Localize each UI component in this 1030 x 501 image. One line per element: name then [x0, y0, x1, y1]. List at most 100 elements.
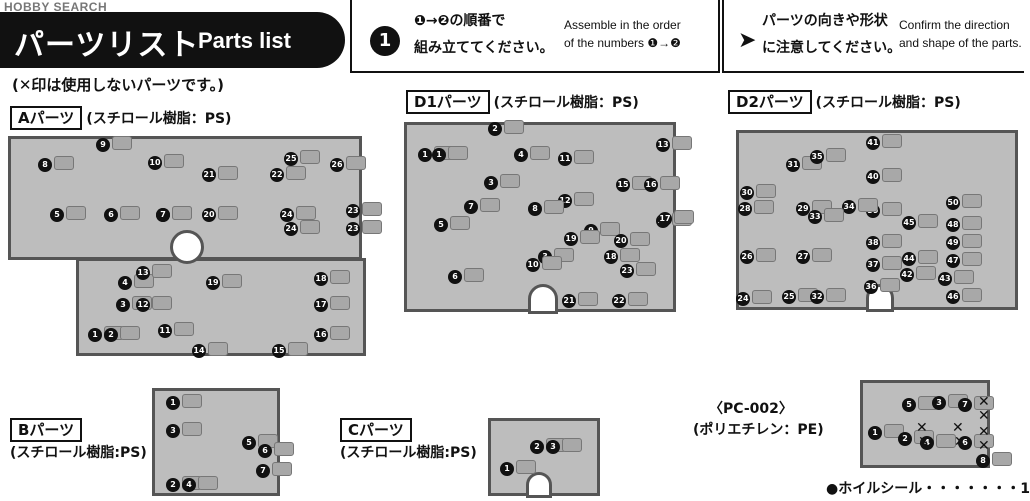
part-number-badge: 37	[866, 258, 880, 272]
part-number-badge: 24	[284, 222, 298, 236]
part-number-badge: 42	[900, 268, 914, 282]
runner-part-piece	[962, 234, 982, 248]
order-text-jp: ❶→❷の順番で 組み立ててください。	[414, 8, 554, 61]
runner-part-piece	[752, 290, 772, 304]
runner-part-piece	[962, 252, 982, 266]
part-number-badge: 2	[488, 122, 502, 136]
part-number-badge: 5	[902, 398, 916, 412]
part-number-badge: 4	[920, 436, 934, 450]
direction-arrow-icon: ➤	[738, 28, 757, 53]
runner-part-piece	[954, 270, 974, 284]
part-number-badge: 1	[88, 328, 102, 342]
runner-part-piece	[974, 434, 994, 448]
part-d2-material: (スチロール樹脂：PS)	[815, 95, 961, 111]
foil-seal-count: ●ホイルシール・・・・・・・1	[826, 481, 1030, 497]
part-number-badge: 7	[464, 200, 478, 214]
watermark: HOBBY SEARCH	[4, 0, 108, 14]
runner-part-piece	[54, 156, 74, 170]
runner-part-piece	[962, 288, 982, 302]
part-number-badge: 46	[946, 290, 960, 304]
part-number-badge: 35	[810, 150, 824, 164]
part-number-badge: 13	[656, 138, 670, 152]
part-number-badge: 22	[612, 294, 626, 308]
part-number-badge: 47	[946, 254, 960, 268]
runner-c-hole	[526, 472, 552, 498]
part-number-badge: 5	[50, 208, 64, 222]
part-number-badge: 20	[202, 208, 216, 222]
part-label-pc: 〈PC-002〉 (ポリエチレン：PE)	[693, 399, 824, 441]
runner-part-piece	[936, 434, 956, 448]
runner-part-piece	[346, 156, 366, 170]
part-number-badge: 48	[946, 218, 960, 232]
part-d2-name: D2パーツ	[728, 90, 812, 114]
part-d1-name: D1パーツ	[406, 90, 490, 114]
runner-part-piece	[544, 200, 564, 214]
runner-part-piece	[362, 220, 382, 234]
runner-part-piece	[274, 442, 294, 456]
part-number-badge: 21	[562, 294, 576, 308]
part-number-badge: 8	[976, 454, 990, 468]
runner-part-piece	[812, 248, 832, 262]
runner-part-piece	[208, 342, 228, 356]
part-number-badge: 30	[740, 186, 754, 200]
part-number-badge: 50	[946, 196, 960, 210]
part-c-name: Cパーツ	[340, 418, 412, 442]
runner-part-piece	[962, 194, 982, 208]
unused-part-cross-icon: ✕	[978, 394, 990, 410]
part-number-badge: 6	[258, 444, 272, 458]
part-number-badge: 40	[866, 170, 880, 184]
part-number-badge: 8	[528, 202, 542, 216]
runner-part-piece	[182, 394, 202, 408]
runner-part-piece	[918, 250, 938, 264]
runner-part-piece	[918, 214, 938, 228]
part-number-badge: 29	[796, 202, 810, 216]
runner-part-piece	[198, 476, 218, 490]
runner-part-piece	[330, 270, 350, 284]
runner-part-piece	[120, 326, 140, 340]
part-number-badge: 9	[96, 138, 110, 152]
runner-d1-hole	[528, 284, 558, 314]
unused-part-cross-icon: ✕	[978, 424, 990, 440]
runner-part-piece	[882, 168, 902, 182]
runner-part-piece	[756, 248, 776, 262]
part-d1-material: (スチロール樹脂：PS)	[493, 95, 639, 111]
part-number-badge: 6	[448, 270, 462, 284]
runner-part-piece	[542, 256, 562, 270]
part-number-badge: 15	[272, 344, 286, 358]
title-banner	[0, 12, 345, 68]
runner-part-piece	[580, 230, 600, 244]
part-number-badge: 7	[958, 398, 972, 412]
part-number-badge: 15	[616, 178, 630, 192]
part-number-badge: 1	[432, 148, 446, 162]
runner-part-piece	[172, 206, 192, 220]
part-number-badge: 24	[280, 208, 294, 222]
runner-part-piece	[880, 278, 900, 292]
runner-part-piece	[754, 200, 774, 214]
part-number-badge: 17	[658, 212, 672, 226]
runner-part-piece	[164, 154, 184, 168]
part-number-badge: 5	[434, 218, 448, 232]
part-a-name: Aパーツ	[10, 106, 83, 130]
part-number-badge: 31	[786, 158, 800, 172]
part-number-badge: 7	[256, 464, 270, 478]
page-title-en: Parts list	[198, 28, 291, 53]
runner-part-piece	[464, 268, 484, 282]
part-number-badge: 36	[864, 280, 878, 294]
part-a-material: (スチロール樹脂：PS)	[86, 111, 232, 127]
runner-part-piece	[858, 198, 878, 212]
runner-part-piece	[756, 184, 776, 198]
runner-part-piece	[480, 198, 500, 212]
part-number-badge: 17	[314, 298, 328, 312]
part-number-badge: 8	[38, 158, 52, 172]
runner-part-piece	[628, 292, 648, 306]
runner-part-piece	[504, 120, 524, 134]
instruction-order-box: 1 ❶→❷の順番で 組み立ててください。 Assemble in the ord…	[350, 0, 720, 73]
order-en-line2: of the numbers ❶→❷	[564, 36, 681, 50]
direction-jp-line2: に注意してください。	[762, 39, 902, 56]
order-jp-line1: ❶→❷の順番で	[414, 13, 506, 29]
part-number-badge: 1	[868, 426, 882, 440]
runner-part-piece	[824, 208, 844, 222]
runner-part-piece	[574, 150, 594, 164]
direction-text-en: Confirm the direction and shape of the p…	[899, 16, 1022, 52]
part-number-badge: 19	[206, 276, 220, 290]
